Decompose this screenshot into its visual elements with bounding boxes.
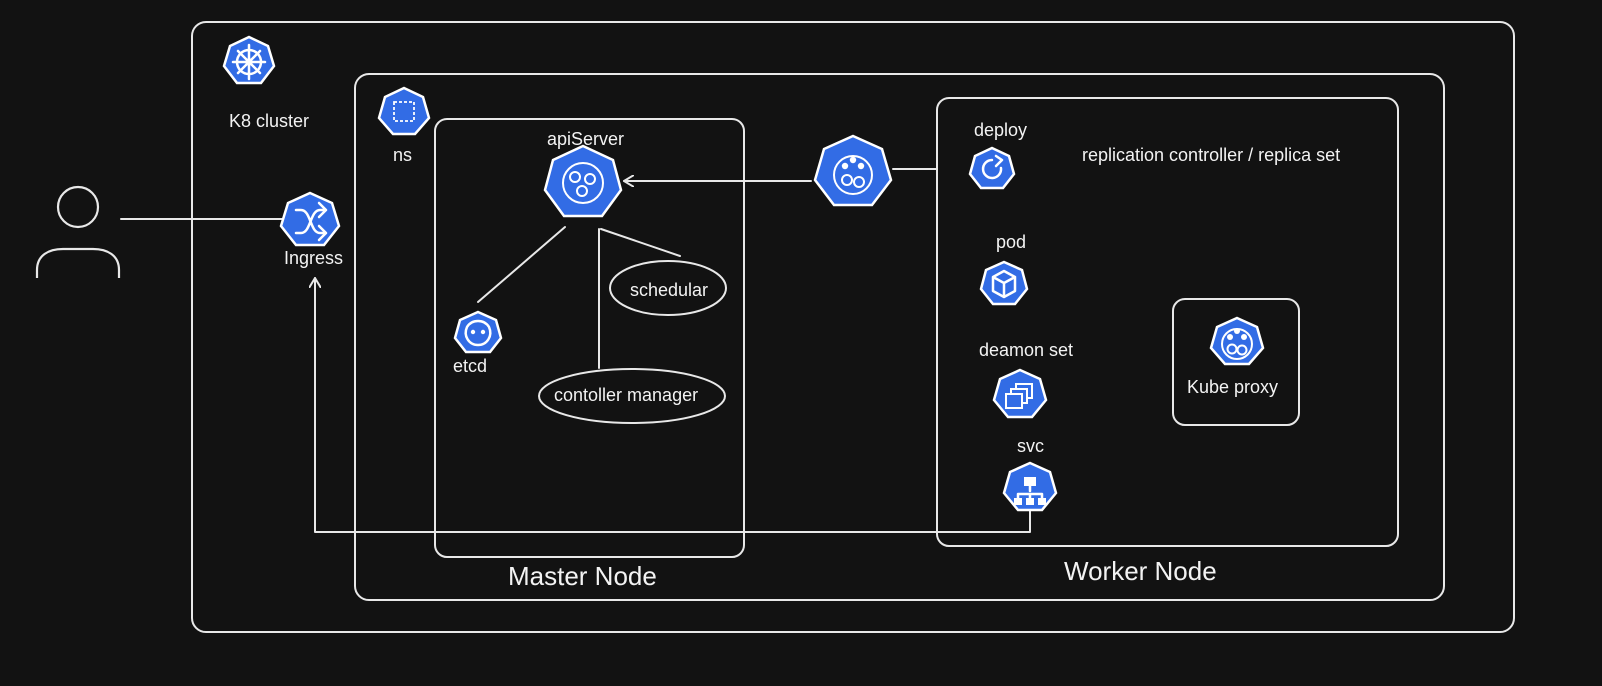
daemon-set-label: deamon set — [979, 340, 1073, 360]
api-server-label: apiServer — [547, 129, 624, 149]
worker-node-label: Worker Node — [1064, 556, 1217, 586]
kube-proxy-box — [1172, 298, 1300, 426]
deploy-icon — [968, 146, 1016, 190]
api-to-etcd-connector — [477, 226, 566, 303]
pod-label: pod — [996, 232, 1026, 252]
master-node-label: Master Node — [508, 561, 657, 591]
worker-node-box — [936, 97, 1399, 547]
ingress-label: Ingress — [284, 248, 343, 268]
ingress-icon — [279, 191, 341, 247]
master-node-box — [434, 118, 745, 558]
controller-manager-node — [538, 368, 726, 424]
etcd-icon — [453, 310, 503, 354]
etcd-label: etcd — [453, 356, 487, 376]
k8-cluster-label: K8 cluster — [229, 111, 309, 131]
kubernetes-helm-icon — [222, 35, 276, 85]
scheduler-node — [609, 260, 727, 316]
kube-proxy-label: Kube proxy — [1187, 377, 1278, 397]
namespace-boundary — [354, 73, 1445, 601]
namespace-label: ns — [393, 145, 412, 165]
api-to-scheduler-connector — [600, 228, 681, 257]
api-server-icon — [543, 144, 623, 218]
namespace-icon — [377, 86, 431, 136]
pod-icon — [979, 260, 1029, 306]
replication-controller-label: replication controller / replica set — [1082, 145, 1340, 165]
service-icon — [1002, 461, 1058, 512]
user-icon — [35, 185, 121, 278]
svc-label: svc — [1017, 436, 1044, 456]
k8-cluster-boundary — [191, 21, 1515, 633]
kubelet-icon — [813, 134, 893, 207]
controller-manager-label: contoller manager — [554, 385, 698, 405]
daemon-set-icon — [992, 368, 1048, 419]
kube-proxy-icon — [1209, 316, 1265, 366]
scheduler-label: schedular — [630, 280, 708, 300]
deploy-label: deploy — [974, 120, 1027, 140]
svc-to-ingress-return-arrow — [315, 277, 1031, 533]
